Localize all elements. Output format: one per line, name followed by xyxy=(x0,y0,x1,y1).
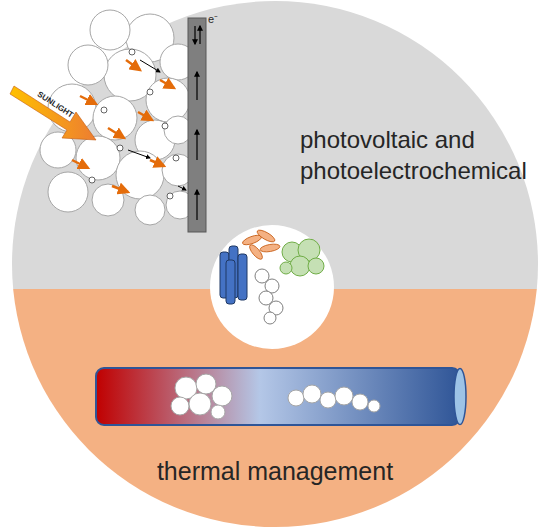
particle-icon xyxy=(280,239,324,276)
electron-dots xyxy=(89,49,179,199)
transport-arrows xyxy=(72,60,174,192)
region-label: photovoltaic and photoelectrochemical xyxy=(300,124,540,186)
electron-paths xyxy=(128,60,186,190)
electron-label: e⁻ xyxy=(208,12,232,26)
tube-end xyxy=(454,369,466,425)
inner-circle xyxy=(210,225,334,349)
chain-icon xyxy=(255,269,283,324)
region-label: thermal management xyxy=(125,455,425,488)
nanotube-icon xyxy=(220,246,247,304)
heat-tube xyxy=(96,368,460,425)
nanorod-icon xyxy=(241,228,280,261)
sunlight-arrow xyxy=(10,86,96,140)
current-arrows xyxy=(195,26,200,220)
fluid-particles xyxy=(171,374,380,419)
electrode-bar xyxy=(188,18,206,232)
